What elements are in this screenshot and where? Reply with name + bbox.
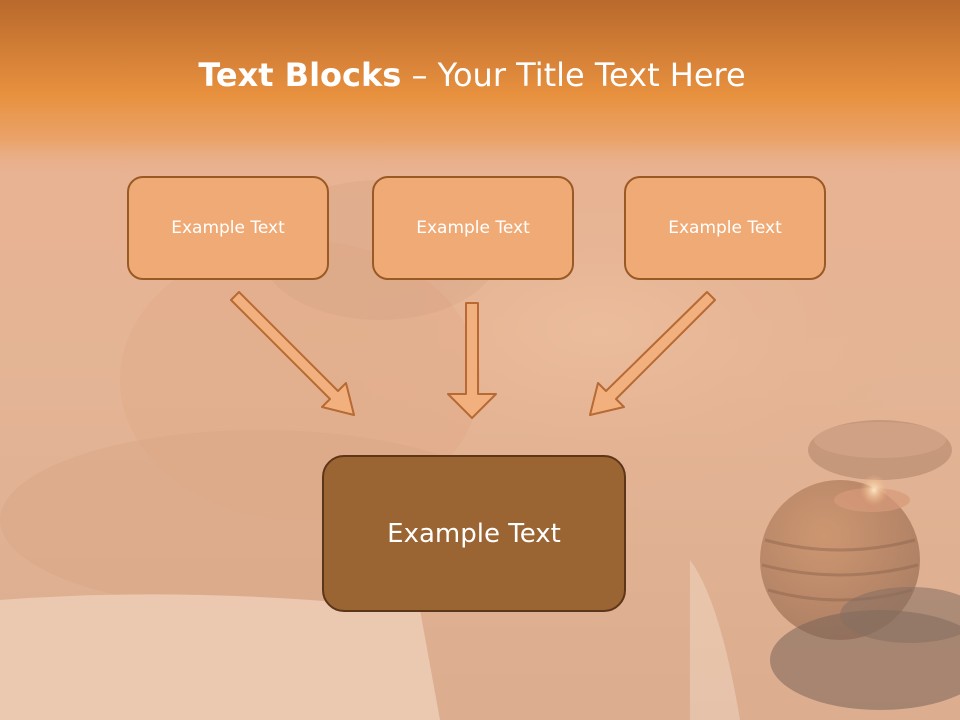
text-block-1[interactable]: Example Text bbox=[127, 176, 329, 280]
text-block-3[interactable]: Example Text bbox=[624, 176, 826, 280]
main-text-block[interactable]: Example Text bbox=[322, 455, 626, 612]
main-text-block-label: Example Text bbox=[387, 518, 561, 549]
arrow-right bbox=[589, 291, 716, 416]
title-bold: Text Blocks bbox=[198, 56, 402, 94]
arrow-left bbox=[230, 291, 355, 416]
text-block-2[interactable]: Example Text bbox=[372, 176, 574, 280]
slide-title: Text Blocks – Your Title Text Here bbox=[0, 52, 944, 98]
text-block-2-label: Example Text bbox=[416, 218, 530, 238]
text-block-3-label: Example Text bbox=[668, 218, 782, 238]
title-separator: – bbox=[401, 56, 438, 94]
arrow-center bbox=[447, 302, 497, 419]
title-rest: Your Title Text Here bbox=[437, 56, 746, 94]
text-block-1-label: Example Text bbox=[171, 218, 285, 238]
